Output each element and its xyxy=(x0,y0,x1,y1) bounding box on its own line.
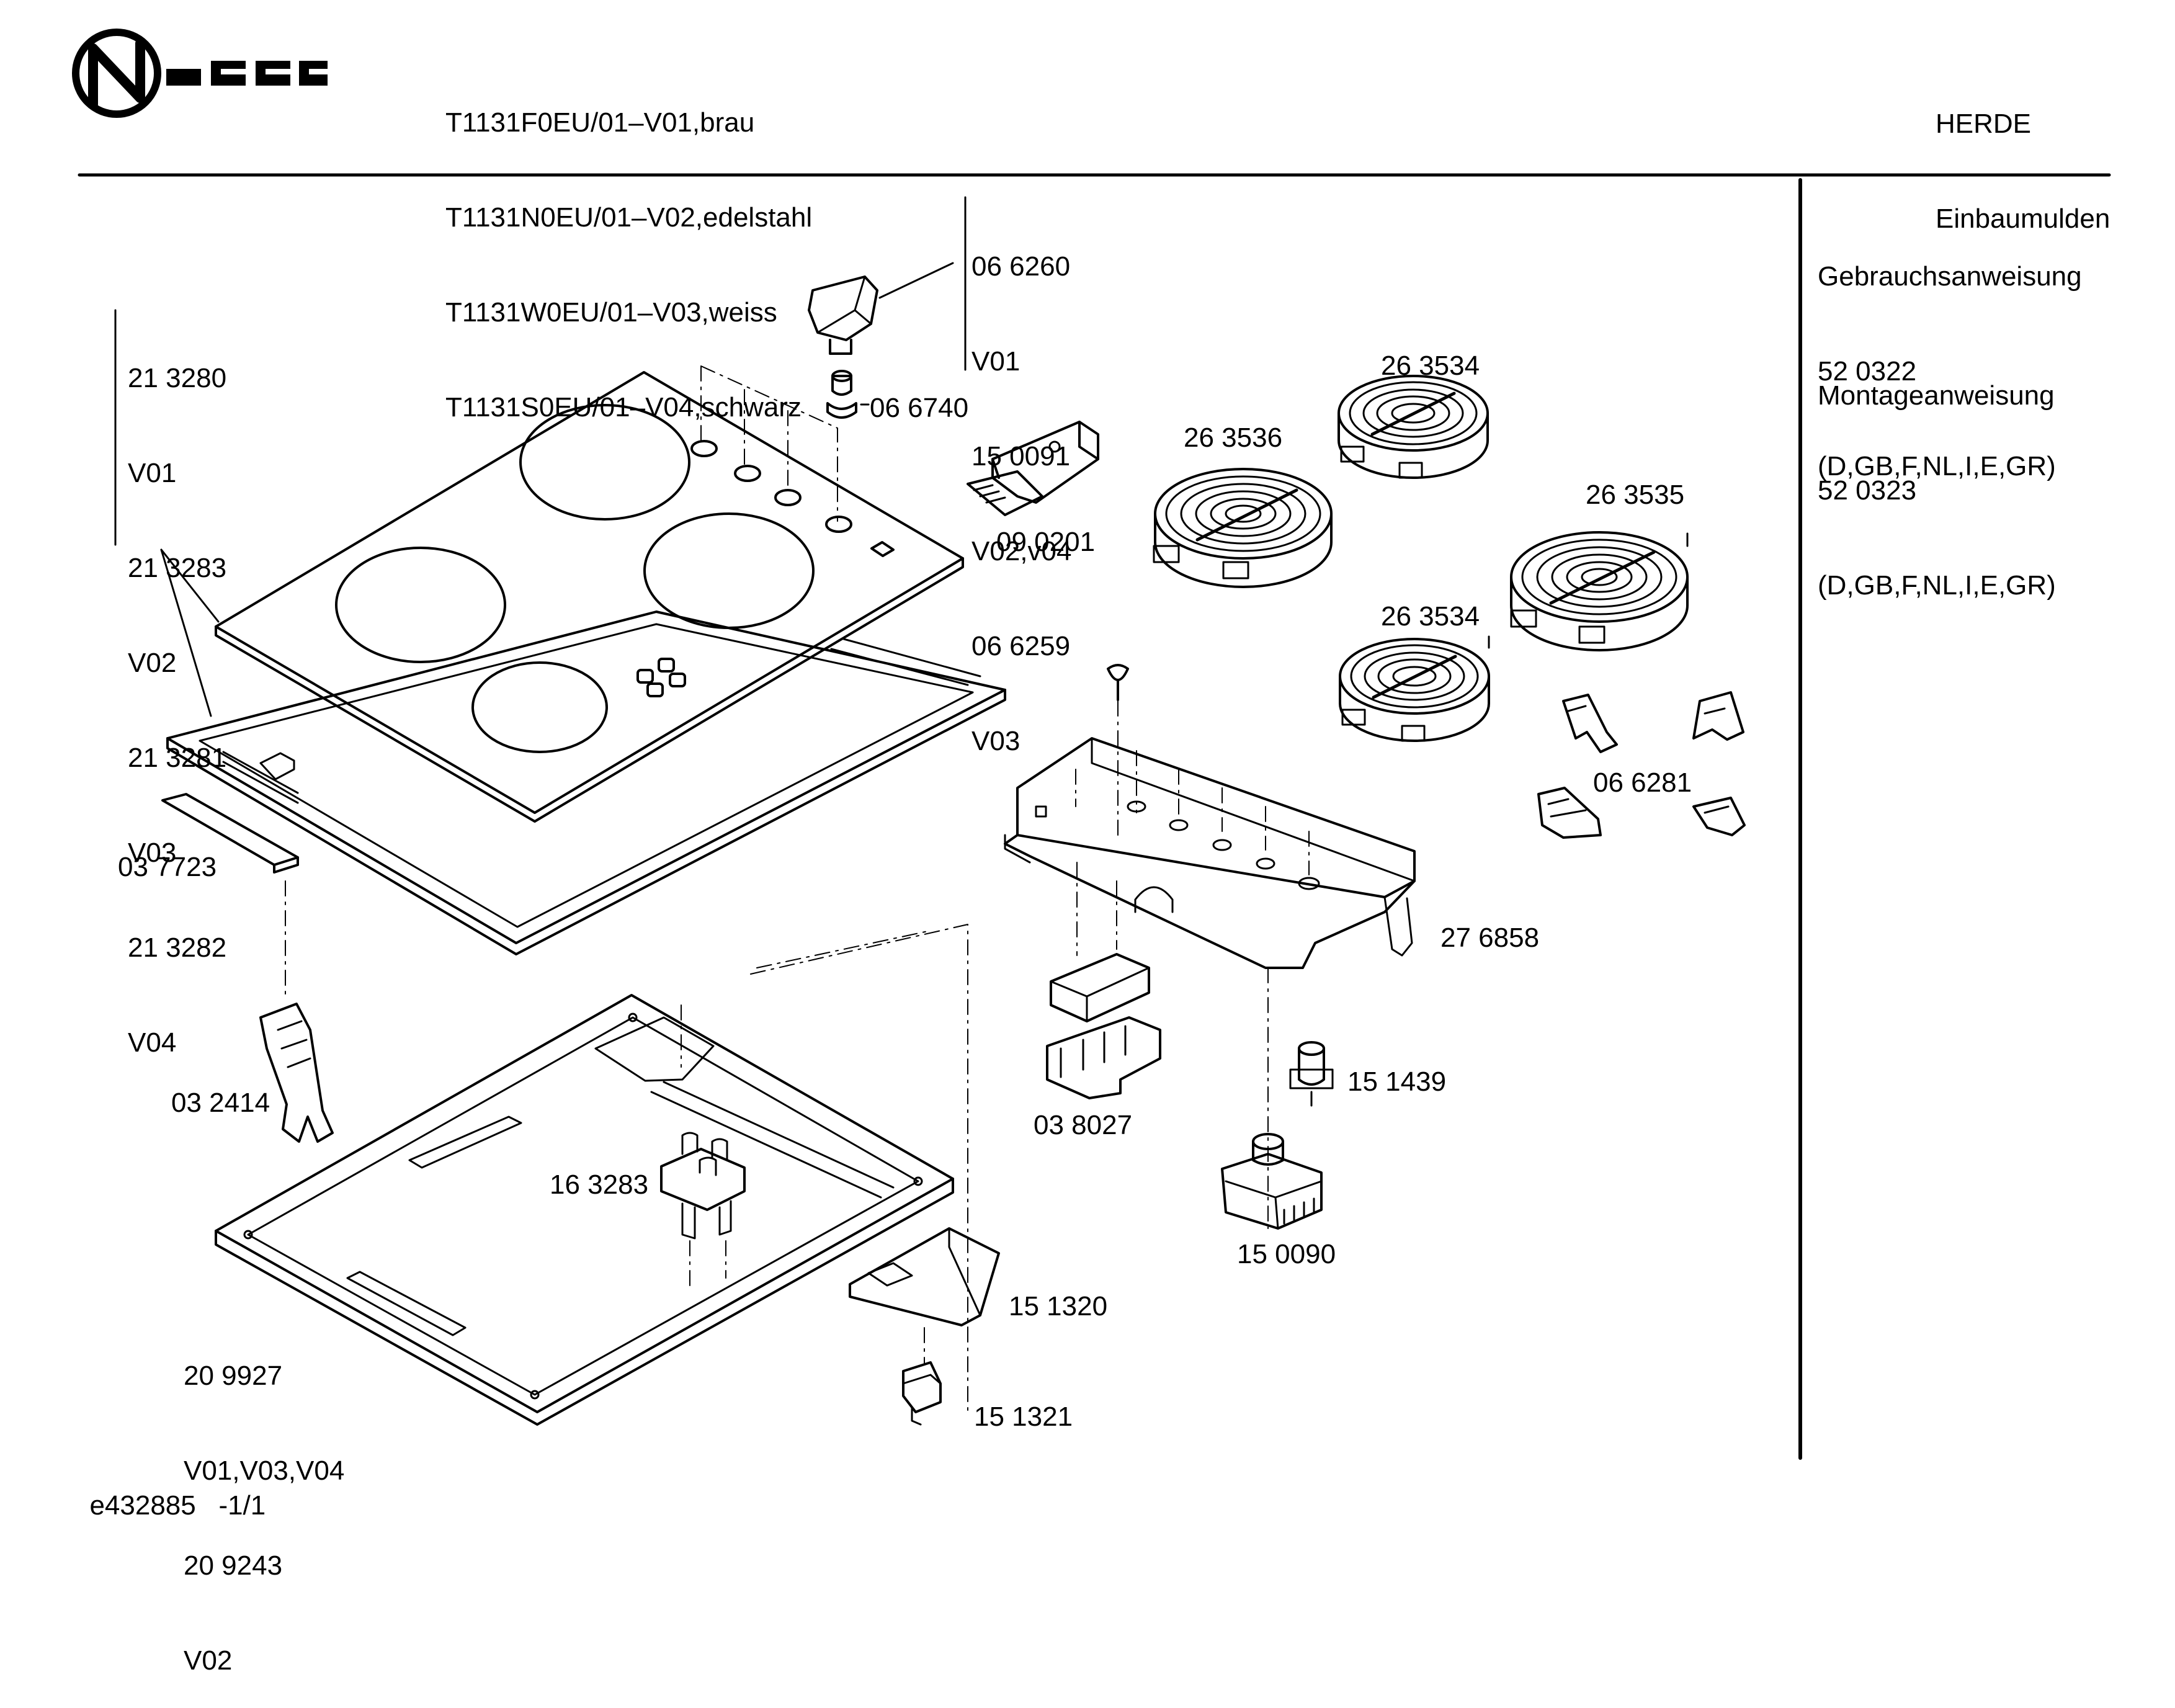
terminal-block xyxy=(1046,953,1161,1099)
label-knob-group: 06 6260 V01 15 0091 V02,v04 06 6259 V03 xyxy=(971,187,1071,789)
part-number: 21 3281 xyxy=(128,743,227,773)
variant: V01 xyxy=(128,458,177,488)
label-bracket-plate: 27 6858 xyxy=(1440,923,1540,953)
label-spindle: 06 6740 xyxy=(870,393,969,423)
holder-part xyxy=(849,1227,1000,1326)
heater-26-3534-bottom xyxy=(1339,635,1490,742)
knob-part xyxy=(808,262,954,355)
model-line: T1131N0EU/01–V02,edelstahl xyxy=(445,202,813,233)
part-number: 15 0091 xyxy=(971,441,1071,472)
label-burner-b: 26 3536 xyxy=(1184,423,1283,453)
variant: V02 xyxy=(128,648,177,678)
variant: V01,V03,V04 xyxy=(184,1455,345,1486)
label-regulator: 15 0090 xyxy=(1237,1239,1336,1269)
seal-strip xyxy=(161,793,299,874)
doc-languages: (D,GB,F,NL,I,E,GR) xyxy=(1818,570,2056,601)
label-switch: 09 0201 xyxy=(996,527,1096,557)
connector-part xyxy=(660,1132,746,1240)
variant: V02,v04 xyxy=(971,536,1072,566)
variant: V03 xyxy=(971,726,1021,756)
retaining-clips xyxy=(1537,691,1746,839)
hob-frame xyxy=(166,610,1006,955)
neff-logo xyxy=(72,29,328,118)
small-part xyxy=(902,1361,942,1426)
category-line: HERDE xyxy=(1936,109,2032,139)
label-small-part: 15 1321 xyxy=(974,1402,1073,1432)
model-line: T1131F0EU/01–V01,brau xyxy=(445,107,755,138)
label-burner-a: 26 3534 xyxy=(1381,351,1480,381)
label-burner-d: 26 3534 xyxy=(1381,601,1480,632)
parts-diagram-sheet: T1131F0EU/01–V01,brau T1131N0EU/01–V02,e… xyxy=(72,29,2111,1676)
switch-part xyxy=(967,421,1099,516)
part-number: 20 9243 xyxy=(184,1550,283,1581)
clamp-part xyxy=(259,1003,334,1143)
label-connector: 16 3283 xyxy=(550,1169,649,1200)
doc-languages: (D,GB,F,NL,I,E,GR) xyxy=(1818,451,2056,481)
doc-number: 52 0323 xyxy=(1818,475,1917,506)
variant: V04 xyxy=(128,1027,177,1058)
glass-ceramic-top xyxy=(215,371,964,823)
model-line: T1131W0EU/01–V03,weiss xyxy=(445,297,777,328)
cooking-zone-rear xyxy=(519,404,690,521)
energy-regulator xyxy=(1221,1133,1323,1230)
spindle-part xyxy=(826,370,870,419)
heater-26-3534-top xyxy=(1338,375,1489,479)
variant: V02 xyxy=(184,1645,233,1676)
base-tray xyxy=(215,994,954,1426)
model-list: T1131F0EU/01–V01,brau T1131N0EU/01–V02,e… xyxy=(445,43,812,455)
part-number: 06 6260 xyxy=(971,251,1071,282)
label-burner-c: 26 3535 xyxy=(1586,480,1685,510)
doc-id: e432885 xyxy=(89,1490,196,1521)
screw-part xyxy=(1107,664,1129,701)
part-number: 06 6259 xyxy=(971,631,1071,661)
bracket-plate xyxy=(1004,737,1416,969)
part-number: 21 3280 xyxy=(128,363,227,393)
variant: V03 xyxy=(128,838,177,868)
label-clips: 06 6281 xyxy=(1593,767,1692,798)
part-number: 21 3282 xyxy=(128,932,227,963)
variant: V01 xyxy=(971,346,1021,377)
regulator-small xyxy=(1289,1041,1334,1107)
label-strip: 03 7723 xyxy=(118,852,217,882)
doc-title: Montageanweisung xyxy=(1818,380,2055,411)
doc-usage-instructions: Gebrauchsanweisung 52 0322 (D,GB,F,NL,I,… xyxy=(1818,197,2082,514)
label-glass-group: 21 3280 V01 21 3283 V02 21 3281 V03 21 3… xyxy=(128,299,226,1090)
category-line: Einbaumulden xyxy=(1936,203,2110,234)
model-line: T1131S0EU/01–V04,schwarz xyxy=(445,392,802,423)
part-number: 20 9927 xyxy=(184,1361,283,1391)
category-block: HERDE Einbaumulden xyxy=(1936,45,2110,266)
label-regulator-small: 15 1439 xyxy=(1347,1066,1447,1097)
label-clamp: 03 2414 xyxy=(171,1088,270,1118)
heater-26-3536 xyxy=(1153,468,1333,588)
exploded-view-drawing xyxy=(72,29,2111,1460)
doc-mounting-instructions: Montageanweisung 52 0323 (D,GB,F,NL,I,E,… xyxy=(1818,316,2056,633)
part-number: 21 3283 xyxy=(128,553,227,583)
cooking-zone-right xyxy=(643,512,815,629)
cooking-zone-front xyxy=(471,661,608,753)
footer-doc-id: e432885 -1/1 xyxy=(74,1458,266,1521)
cooking-zone-left xyxy=(335,547,506,663)
doc-number: 52 0322 xyxy=(1818,356,1917,387)
label-holder: 15 1320 xyxy=(1009,1291,1108,1321)
label-terminal: 03 8027 xyxy=(1034,1110,1133,1140)
doc-title: Gebrauchsanweisung xyxy=(1818,261,2082,292)
heater-26-3535 xyxy=(1510,531,1689,651)
page-indicator: -1/1 xyxy=(218,1490,266,1521)
